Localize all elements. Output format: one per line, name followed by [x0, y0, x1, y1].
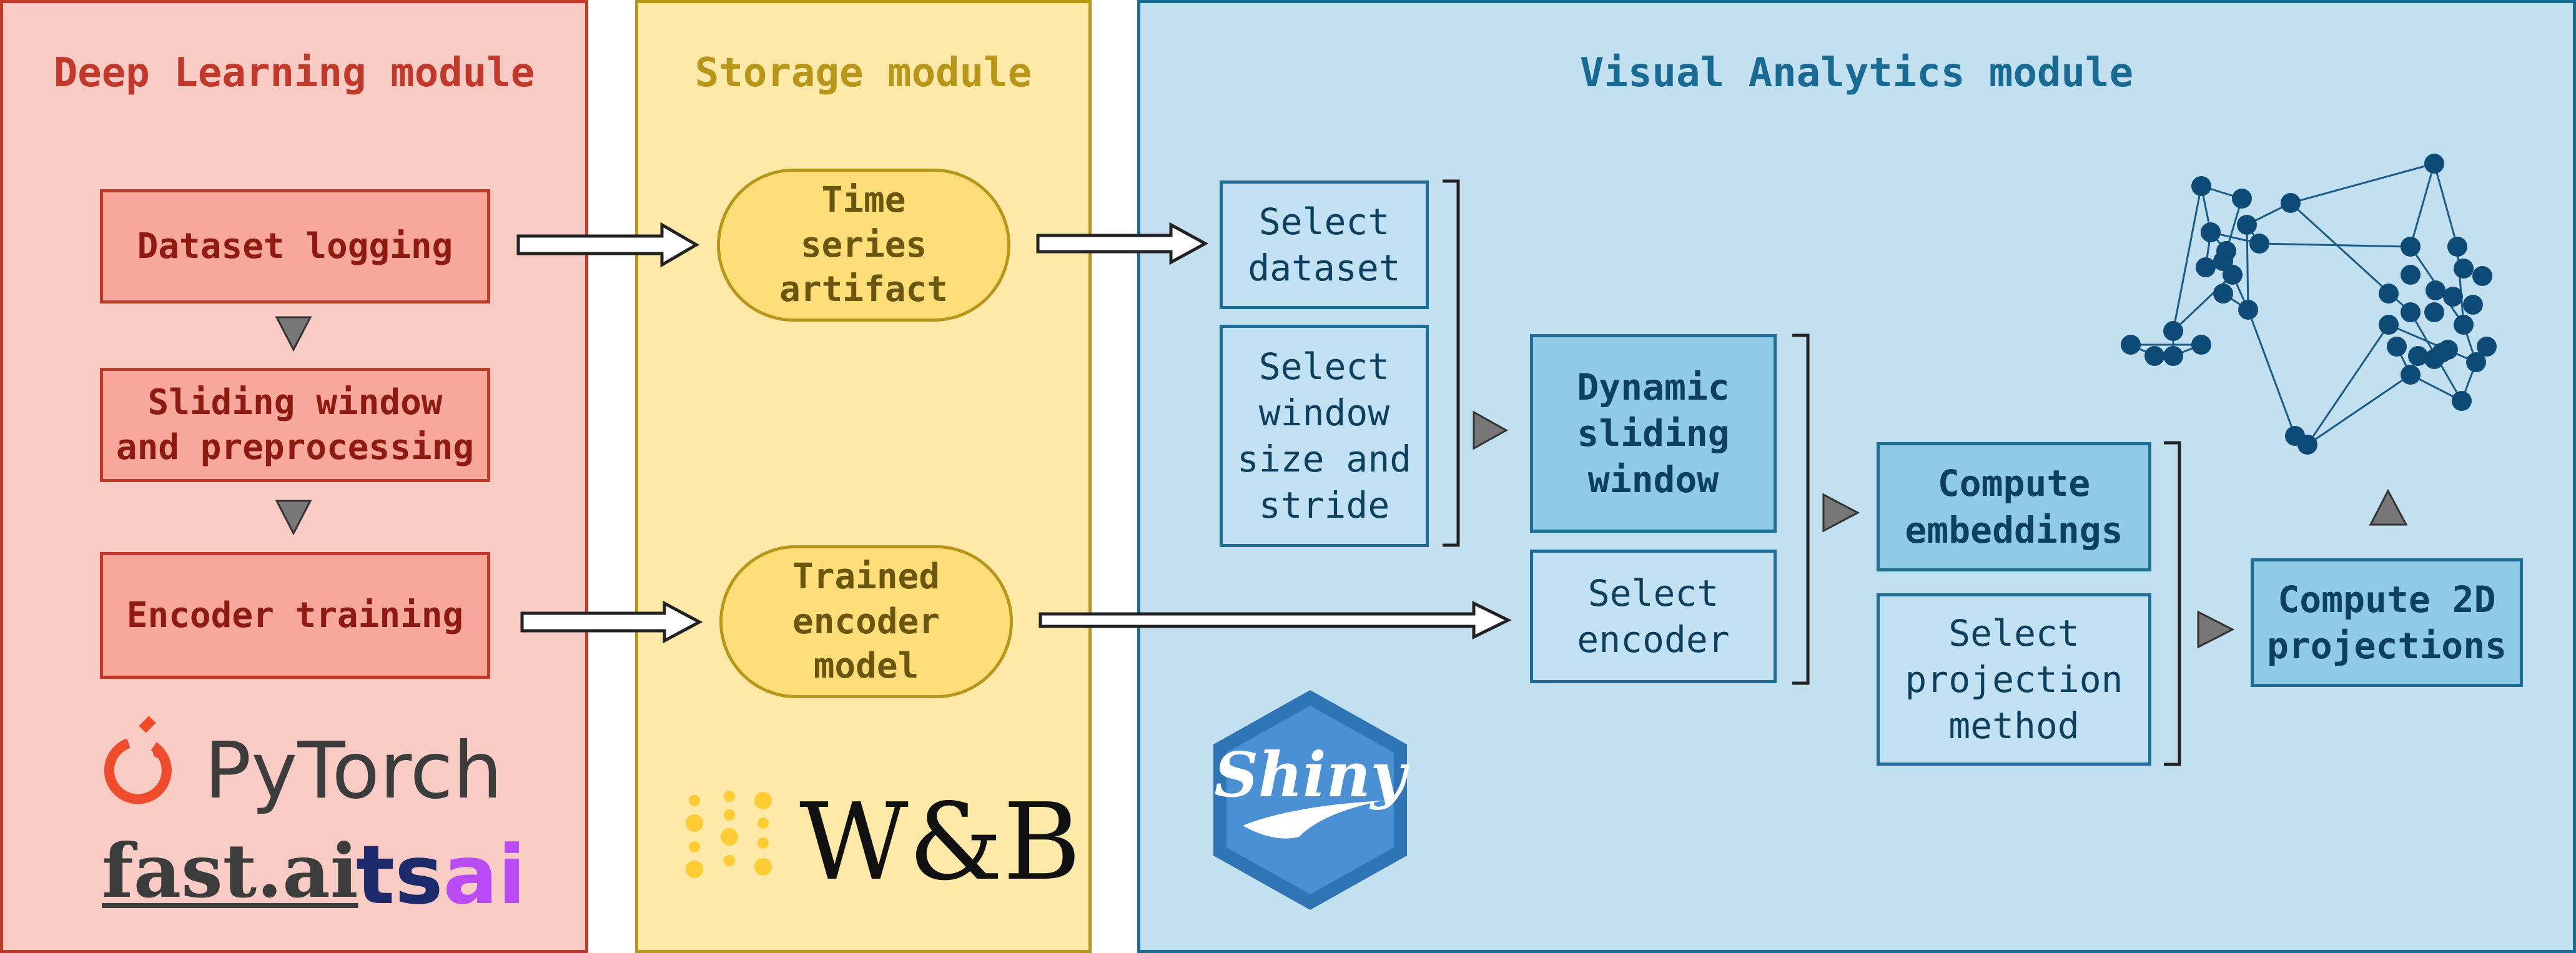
triangle-right-icon: [1473, 410, 1509, 450]
compute-projections-step: Compute 2D projections: [2251, 558, 2523, 687]
trained-encoder-model-label: Trained encoder model: [792, 556, 940, 687]
compute-projections-label: Compute 2D projections: [2266, 578, 2507, 667]
time-series-artifact: Time series artifact: [717, 169, 1010, 322]
select-dataset-step: Select dataset: [1220, 180, 1429, 309]
bracket: [1792, 333, 1810, 685]
trained-encoder-model: Trained encoder model: [719, 545, 1013, 698]
wandb-wordmark: W&B: [799, 781, 1081, 904]
dataset-logging-label: Dataset logging: [137, 225, 453, 267]
wandb-dots-icon: [686, 791, 772, 878]
encoder-training-step: Encoder training: [100, 552, 490, 679]
arrow-right-icon: [1039, 600, 1512, 640]
arrow-right-icon: [516, 222, 699, 268]
pytorch-wordmark: PyTorch: [204, 726, 503, 816]
storage-title: Storage module: [694, 50, 1032, 96]
network-graph-icon: [2121, 154, 2497, 455]
arrow-right-icon: [520, 600, 703, 644]
bracket: [1443, 179, 1460, 547]
encoder-training-label: Encoder training: [126, 595, 464, 636]
tsai-wordmark: tsai: [356, 827, 526, 922]
fastai-wordmark: fast.ai: [102, 827, 358, 914]
select-projection-label: Select projection method: [1905, 611, 2123, 748]
tsai-ts: ts: [356, 827, 443, 922]
triangle-right-icon: [1822, 493, 1860, 533]
triangle-up-icon: [2369, 488, 2408, 526]
sliding-window-step: Sliding window and preprocessing: [100, 368, 490, 482]
pytorch-flame-icon: [104, 716, 172, 804]
select-projection-step: Select projection method: [1877, 593, 2151, 766]
select-encoder-label: Select encoder: [1577, 571, 1730, 661]
tsai-ai: ai: [443, 827, 526, 922]
dynamic-sliding-window-step: Dynamic sliding window: [1530, 334, 1777, 533]
shiny-hexagon-logo: Shiny: [1213, 690, 1410, 910]
select-dataset-label: Select dataset: [1248, 200, 1401, 289]
dynamic-sliding-window-label: Dynamic sliding window: [1577, 365, 1730, 501]
triangle-right-icon: [2197, 610, 2235, 649]
compute-embeddings-label: Compute embeddings: [1905, 462, 2123, 551]
triangle-down-icon: [275, 500, 312, 536]
svg-text:Shiny: Shiny: [1214, 739, 1410, 811]
select-window-label: Select window size and stride: [1236, 345, 1412, 527]
time-series-artifact-label: Time series artifact: [779, 179, 948, 310]
sliding-window-label: Sliding window and preprocessing: [116, 382, 475, 468]
select-encoder-step: Select encoder: [1530, 550, 1777, 683]
triangle-down-icon: [275, 316, 312, 352]
deep-learning-title: Deep Learning module: [53, 50, 535, 96]
storage-panel: Storage module: [635, 0, 1092, 953]
compute-embeddings-step: Compute embeddings: [1877, 442, 2151, 571]
arrow-right-icon: [1036, 222, 1209, 265]
visual-analytics-title: Visual Analytics module: [1579, 50, 2134, 96]
select-window-step: Select window size and stride: [1220, 325, 1429, 547]
dataset-logging-step: Dataset logging: [100, 189, 490, 304]
bracket: [2164, 441, 2181, 766]
